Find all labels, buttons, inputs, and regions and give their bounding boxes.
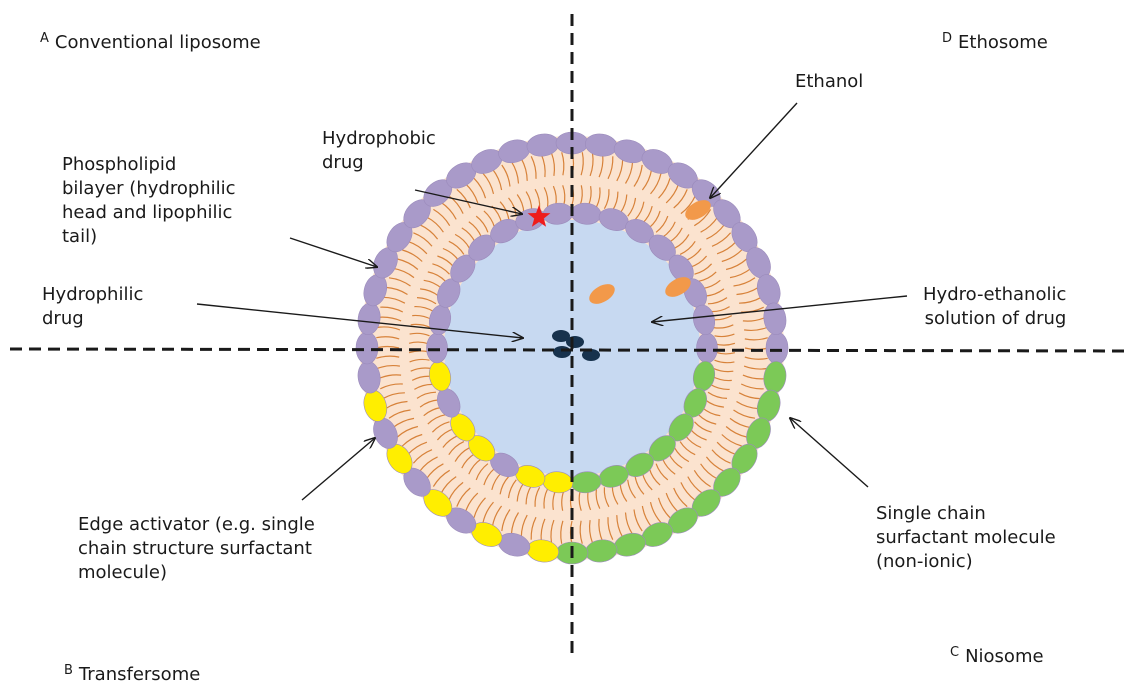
quadrant-a-name: Conventional liposome xyxy=(55,32,261,53)
quadrant-d-name: Ethosome xyxy=(958,32,1048,53)
arrow-ethanol xyxy=(710,103,797,198)
quadrant-c-name: Niosome xyxy=(965,646,1043,667)
arrow-single-chain xyxy=(790,418,868,487)
quadrant-b-name: Transfersome xyxy=(79,664,200,685)
hydro-ethanolic-label: Hydro-ethanolic solution of drug xyxy=(923,283,1066,331)
quadrant-a-title: A Conventional liposome xyxy=(40,31,261,55)
arrow-phospholipid xyxy=(290,238,377,267)
horizontal-divider xyxy=(10,349,1130,351)
single-chain-surfactant-label: Single chain surfactant molecule (non-io… xyxy=(876,502,1056,574)
quadrant-b-title: B Transfersome xyxy=(64,663,200,687)
inner-head xyxy=(427,333,448,363)
arrow-edge-activator xyxy=(302,438,375,500)
quadrant-b-letter: B xyxy=(64,663,73,678)
quadrant-d-letter: D xyxy=(942,31,952,46)
drug-particle xyxy=(566,336,584,348)
outer-head xyxy=(356,332,378,364)
phospholipid-bilayer-label: Phospholipid bilayer (hydrophilic head a… xyxy=(62,153,236,249)
quadrant-a-letter: A xyxy=(40,31,49,46)
quadrant-c-title: C Niosome xyxy=(950,645,1044,669)
drug-particle xyxy=(553,346,571,358)
inner-head xyxy=(697,333,718,363)
hydrophilic-drug-label: Hydrophilic drug xyxy=(42,283,143,331)
ethanol-label: Ethanol xyxy=(795,70,863,94)
edge-activator-label: Edge activator (e.g. single chain struct… xyxy=(78,513,315,585)
hydrophobic-drug-label: Hydrophobic drug xyxy=(322,127,436,175)
quadrant-c-letter: C xyxy=(950,645,959,660)
quadrant-d-title: D Ethosome xyxy=(942,31,1048,55)
outer-head xyxy=(766,332,788,364)
